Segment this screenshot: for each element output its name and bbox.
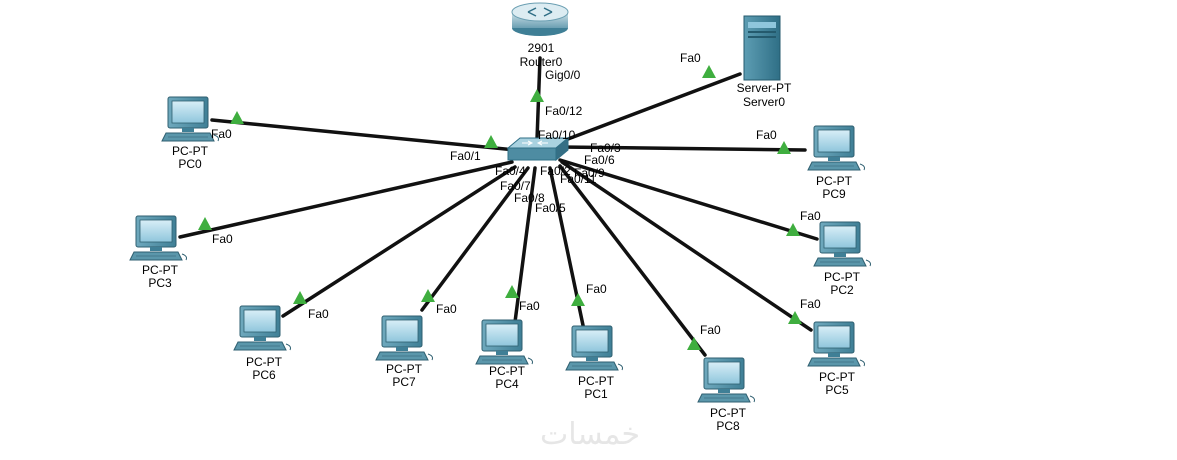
port-indicators [198,65,802,350]
pc-model-label: PC-PT [819,370,856,384]
pc-model-label: PC-PT [489,364,526,378]
desktop-computer-icon [697,357,755,403]
pc-port-label: Fa0 [211,127,232,141]
pc-device-pc8[interactable] [697,357,755,403]
router-port-label: Gig0/0 [545,68,581,82]
cable-pc6-switch[interactable] [281,165,517,318]
cable-pc7-switch[interactable] [420,166,530,312]
pc-model-label: PC-PT [710,406,747,420]
pc-device-pc5[interactable] [807,321,865,367]
pc-name-label: PC9 [822,187,846,201]
port-up-indicator [702,65,716,78]
server-name-label: Server0 [743,95,785,109]
pc-device-pc3[interactable] [129,215,187,261]
port-up-indicator [484,135,498,148]
pc-model-label: PC-PT [824,270,861,284]
desktop-computer-icon [807,321,865,367]
pc-device-pc6[interactable] [233,305,291,351]
desktop-computer-icon [233,305,291,351]
switch-port-label: Fa0/11 [560,172,597,186]
port-up-indicator [421,289,435,302]
pc-name-label: PC7 [392,375,416,389]
switch-port-label: Fa0/9 [574,166,605,180]
pc-device-pc2[interactable] [813,221,871,267]
pc-port-label: Fa0 [756,128,777,142]
port-up-indicator [198,217,212,230]
desktop-computer-icon [807,125,865,171]
pc-model-label: PC-PT [578,374,615,388]
router-name-label: Router0 [520,55,563,69]
pc-name-label: PC8 [716,419,740,433]
port-up-indicator [788,311,802,324]
port-up-indicator [293,291,307,304]
switch-port-label: Fa0/7 [500,179,531,193]
port-up-indicator [230,111,244,124]
desktop-computer-icon [565,325,623,371]
switch-device[interactable] [506,136,570,162]
pc-device-pc7[interactable] [375,315,433,361]
server-port-label: Fa0 [680,51,701,65]
switch-port-label: Fa0/1 [450,149,481,163]
cable-pc3-switch[interactable] [178,160,514,239]
port-labels: Fa0Fa0/1Fa0Fa0/3Fa0Fa0/4Fa0Fa0/6Fa0Fa0/7… [211,51,821,337]
switch-port-label: Fa0/5 [535,201,566,215]
switch-port-label: Fa0/12 [545,104,583,118]
desktop-computer-icon [813,221,871,267]
pc-model-label: PC-PT [816,174,853,188]
pc-name-label: PC6 [252,368,276,382]
pc-port-label: Fa0 [212,232,233,246]
port-up-indicator [777,141,791,154]
pc-port-label: Fa0 [800,209,821,223]
pc-port-label: Fa0 [800,297,821,311]
cable-pc9-switch[interactable] [558,145,807,152]
pc-name-label: PC4 [495,377,519,391]
desktop-computer-icon [129,215,187,261]
pc-port-label: Fa0 [436,302,457,316]
port-up-indicator [687,337,701,350]
desktop-computer-icon [475,319,533,365]
pc-model-label: PC-PT [172,144,209,158]
switch-port-label: Fa0/6 [584,153,615,167]
pc-device-pc4[interactable] [475,319,533,365]
desktop-computer-icon [375,315,433,361]
switch-port-label: Fa0/3 [590,141,621,155]
cable-server-switch[interactable] [558,72,742,144]
router-device[interactable] [511,2,569,36]
pc-name-label: PC3 [148,276,172,290]
cable-pc2-switch[interactable] [558,158,819,241]
port-up-indicator [786,223,800,236]
cable-pc0-switch[interactable] [210,118,517,152]
router-model-label: 2901 [528,41,555,55]
switch-port-label: Fa0/4 [495,164,526,178]
pc-model-label: PC-PT [246,355,283,369]
pc-model-label: PC-PT [386,362,423,376]
cable-pc4-switch[interactable] [513,166,537,324]
pc-name-label: PC5 [825,383,849,397]
switch-port-label: Fa0/10 [538,128,576,142]
pc-port-label: Fa0 [586,282,607,296]
switch-port-label: Fa0/2 [540,164,571,178]
server-device[interactable] [743,15,781,81]
port-up-indicator [530,89,544,102]
pc-device-pc1[interactable] [565,325,623,371]
cable-pc5-switch[interactable] [560,160,813,332]
pc-port-label: Fa0 [700,323,721,337]
watermark-logo: خمسات [540,417,640,452]
switch-port-label: Fa0/8 [514,191,545,205]
pc-device-pc9[interactable] [807,125,865,171]
port-up-indicator [571,293,585,306]
port-up-indicator [505,285,519,298]
pc-name-label: PC2 [830,283,854,297]
pc-name-label: PC1 [584,387,608,401]
pc-port-label: Fa0 [308,307,329,321]
pc-model-label: PC-PT [142,263,179,277]
cables [178,56,819,357]
cable-pc8-switch[interactable] [558,164,707,357]
pc-port-label: Fa0 [519,299,540,313]
pc-name-label: PC0 [178,157,202,171]
server-model-label: Server-PT [737,81,792,95]
